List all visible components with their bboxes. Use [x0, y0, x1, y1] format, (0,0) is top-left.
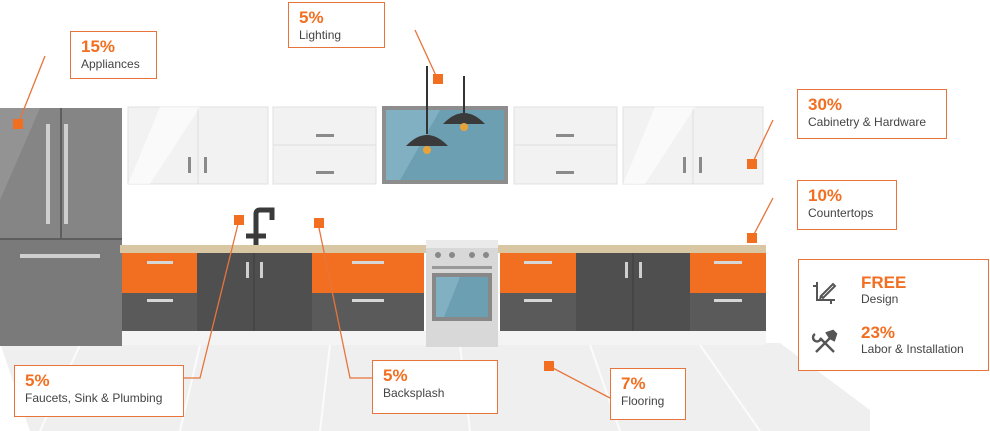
- callout-flooring: 7% Flooring: [610, 368, 686, 420]
- callout-label: Lighting: [299, 28, 342, 42]
- callout-countertops: 10% Countertops: [797, 180, 897, 230]
- callout-label: Appliances: [81, 57, 140, 71]
- callout-label: Cabinetry & Hardware: [808, 115, 927, 129]
- callout-percent: 5%: [383, 366, 408, 385]
- callout-percent: 5%: [25, 371, 50, 390]
- callout-faucets: 5% Faucets, Sink & Plumbing: [14, 365, 184, 417]
- callout-label: Backsplash: [383, 386, 445, 400]
- design-label: Design: [861, 292, 899, 306]
- callout-percent: 10%: [808, 186, 843, 205]
- design-row: FREE Design: [811, 274, 986, 314]
- callout-percent: 7%: [621, 374, 646, 393]
- labor-row: 23% Labor & Installation: [811, 324, 986, 364]
- callout-appliances: 15% Appliances: [70, 31, 157, 79]
- callout-percent: 5%: [299, 8, 324, 27]
- faucet: [246, 207, 275, 245]
- upper-cabinets: [127, 106, 764, 185]
- callout-cabinetry: 30% Cabinetry & Hardware: [797, 89, 947, 139]
- lower-cabinets: [122, 253, 766, 345]
- labor-percent: 23%: [861, 323, 896, 342]
- hammer-wrench-icon: [811, 329, 838, 353]
- refrigerator: [0, 108, 122, 346]
- pendant-lights: [406, 66, 485, 154]
- callout-percent: 15%: [81, 37, 116, 56]
- stove: [426, 240, 498, 347]
- callout-backsplash: 5% Backsplash: [372, 360, 498, 414]
- markers: [13, 74, 757, 371]
- callout-label: Faucets, Sink & Plumbing: [25, 391, 163, 405]
- design-price: FREE: [861, 273, 907, 292]
- services-box: FREE Design 23% Labor & Installation: [798, 259, 989, 371]
- labor-label: Labor & Installation: [861, 342, 964, 356]
- callout-label: Countertops: [808, 206, 874, 220]
- callout-percent: 30%: [808, 95, 843, 114]
- callout-label: Flooring: [621, 394, 665, 408]
- pencil-ruler-icon: [813, 282, 837, 304]
- callout-lighting: 5% Lighting: [288, 2, 385, 48]
